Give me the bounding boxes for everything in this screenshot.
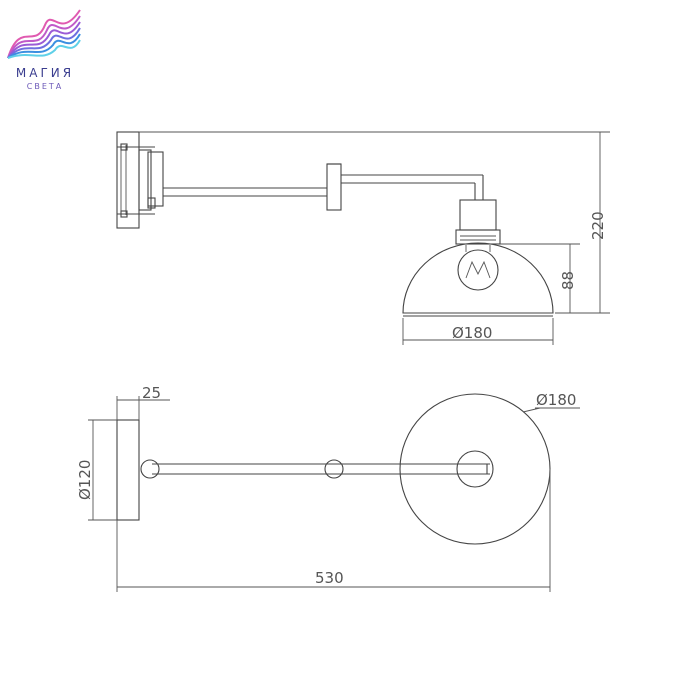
brand-name: МАГИЯ bbox=[15, 66, 75, 80]
dim-total-length: 530 bbox=[315, 569, 344, 587]
dim-total-height: 220 bbox=[589, 211, 607, 240]
dim-shade-height: 88 bbox=[559, 271, 577, 290]
mount-bracket bbox=[138, 149, 152, 211]
side-view: 220 88 Ø180 bbox=[116, 131, 610, 345]
arm-joint-top-2 bbox=[324, 459, 344, 479]
brand-logo: МАГИЯ СВЕТА bbox=[0, 0, 90, 95]
light-bulb bbox=[457, 249, 499, 291]
dim-plate-diameter: Ø120 bbox=[76, 460, 94, 500]
dim-shade-diameter-side: Ø180 bbox=[452, 324, 492, 342]
arm-joint-top-1 bbox=[140, 459, 160, 479]
lamp-shade-top bbox=[399, 393, 551, 545]
wall-plate-top bbox=[116, 419, 140, 521]
lamp-shade bbox=[402, 242, 554, 314]
dim-plate-depth: 25 bbox=[142, 384, 161, 402]
brand-wave-icon bbox=[7, 9, 81, 59]
dim-shade-diameter-top: Ø180 bbox=[536, 391, 576, 409]
lamp-socket bbox=[459, 199, 497, 231]
top-view: 25 Ø120 Ø180 530 bbox=[76, 384, 580, 592]
arm-joint bbox=[326, 163, 342, 211]
brand-subtitle: СВЕТА bbox=[26, 82, 64, 91]
